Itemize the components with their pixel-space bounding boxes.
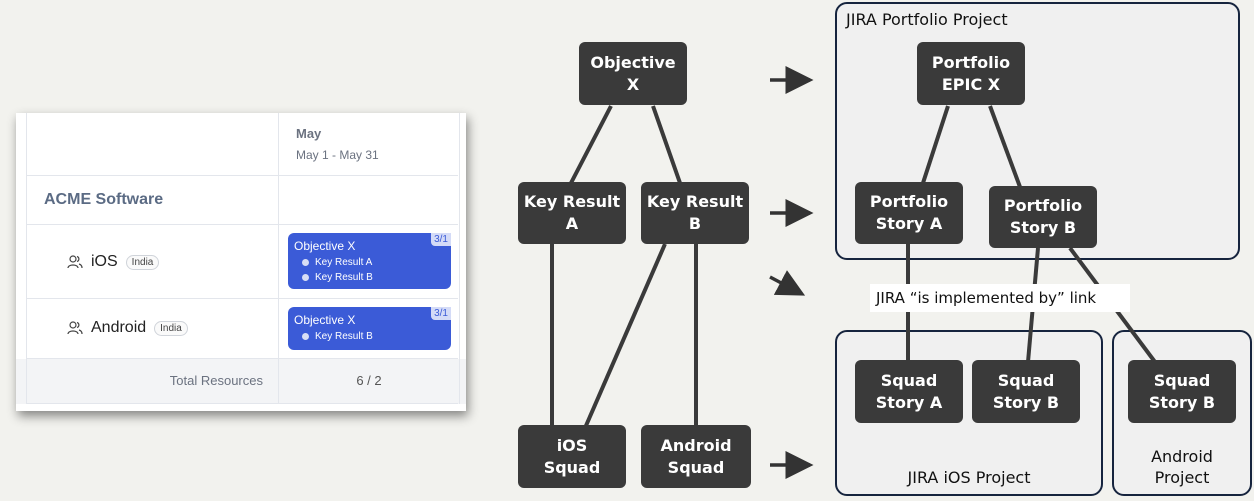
total-resources-label: Total Resources <box>169 373 263 388</box>
card-title: Objective X <box>294 313 356 327</box>
node-squad-story-b-ios[interactable]: Squad Story B <box>972 360 1080 423</box>
node-portfolio-story-a[interactable]: Portfolio Story A <box>855 182 963 244</box>
node-portfolio-story-b[interactable]: Portfolio Story B <box>989 186 1097 248</box>
planning-panel: May May 1 - May 31 ACME Software iOS Ind… <box>16 113 466 411</box>
card-count: 3/1 <box>431 233 451 246</box>
key-result-item: Key Result A <box>302 257 372 268</box>
implemented-by-link-label: JIRA “is implemented by” link <box>870 284 1130 312</box>
card-title: Objective X <box>294 239 356 253</box>
month-column-header[interactable]: May May 1 - May 31 <box>278 113 460 176</box>
node-objective-x[interactable]: Objective X <box>579 42 687 105</box>
node-key-result-a[interactable]: Key Result A <box>518 182 626 244</box>
users-icon <box>67 255 83 269</box>
team-name: Android <box>91 319 147 336</box>
location-badge: India <box>125 254 160 270</box>
ios-project-title: JIRA iOS Project <box>907 468 1031 487</box>
total-resources-value: 6 / 2 <box>356 373 382 388</box>
node-squad-story-b-android[interactable]: Squad Story B <box>1128 360 1236 423</box>
company-name: ACME Software <box>44 191 164 208</box>
team-row-android: Android India 3/1 Objective X Key Result… <box>16 299 466 359</box>
totals-row: Total Resources 6 / 2 <box>16 359 466 404</box>
company-row: ACME Software <box>16 176 466 225</box>
node-android-squad[interactable]: Android Squad <box>641 425 751 488</box>
card-count: 3/1 <box>431 307 451 320</box>
location-badge: India <box>154 320 188 336</box>
node-ios-squad[interactable]: iOS Squad <box>518 425 626 488</box>
team-name: iOS <box>91 253 118 270</box>
month-range: May 1 - May 31 <box>296 148 379 162</box>
arrow-icons <box>769 66 814 479</box>
node-squad-story-a[interactable]: Squad Story A <box>855 360 963 423</box>
android-project-title: Android Project <box>1151 447 1213 487</box>
node-key-result-b[interactable]: Key Result B <box>641 182 749 244</box>
header-row: May May 1 - May 31 <box>16 113 466 176</box>
bullet-icon <box>302 274 309 281</box>
bullet-icon <box>302 333 309 340</box>
key-result-item: Key Result B <box>302 272 373 283</box>
month-label: May <box>296 126 322 141</box>
portfolio-project-title: JIRA Portfolio Project <box>846 10 1008 29</box>
key-result-item: Key Result B <box>302 331 373 342</box>
objective-card[interactable]: 3/1 Objective X Key Result A Key Result … <box>288 233 451 289</box>
node-portfolio-epic-x[interactable]: Portfolio EPIC X <box>917 42 1025 105</box>
users-icon <box>67 321 83 335</box>
team-label: iOS India <box>67 253 160 271</box>
team-row-ios: iOS India 3/1 Objective X Key Result A K… <box>16 225 466 299</box>
team-label: Android India <box>67 319 188 337</box>
bullet-icon <box>302 259 309 266</box>
objective-card[interactable]: 3/1 Objective X Key Result B <box>288 307 451 350</box>
